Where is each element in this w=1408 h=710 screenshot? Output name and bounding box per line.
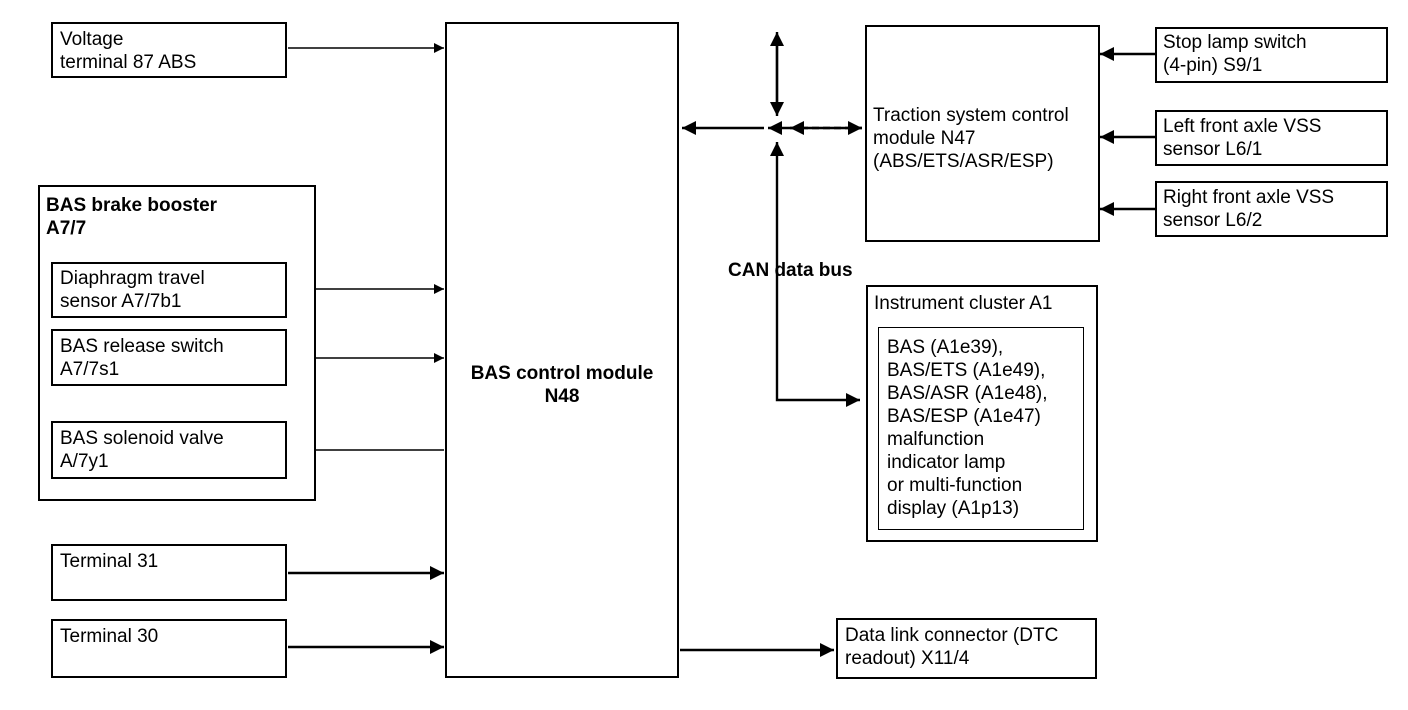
right-vss-label: Right front axle VSS sensor L6/2 [1163, 187, 1335, 231]
terminal-31-label: Terminal 31 [60, 551, 159, 572]
solenoid-valve-label: BAS solenoid valve A/7y1 [60, 428, 224, 472]
can-data-bus-label: CAN data bus [728, 260, 853, 281]
solenoid-valve-box [51, 421, 287, 479]
voltage-terminal-87-box [51, 22, 287, 78]
indicator-lamp-label: BAS (A1e39), BAS/ETS (A1e49), BAS/ASR (A… [887, 337, 1048, 519]
traction-module-box [865, 25, 1100, 242]
voltage-terminal-87-label: Voltage terminal 87 ABS [60, 29, 197, 73]
bas-control-module-box [445, 22, 679, 678]
terminal-31-box [51, 544, 287, 601]
diaphragm-sensor-box [51, 262, 287, 318]
left-vss-box [1155, 110, 1388, 166]
left-vss-label: Left front axle VSS sensor L6/1 [1163, 116, 1322, 160]
indicator-lamp-box [878, 327, 1084, 530]
diaphragm-sensor-label: Diaphragm travel sensor A7/7b1 [60, 268, 205, 312]
bas-brake-booster-title: BAS brake booster A7/7 [46, 195, 218, 239]
traction-module-label: Traction system control module N47 (ABS/… [873, 105, 1069, 172]
can-bus-to-cluster [775, 230, 860, 407]
release-switch-label: BAS release switch A7/7s1 [60, 336, 224, 380]
right-vss-box [1155, 181, 1388, 237]
terminal-30-label: Terminal 30 [60, 626, 159, 647]
terminal-30-box [51, 619, 287, 678]
stop-lamp-switch-label: Stop lamp switch (4-pin) S9/1 [1163, 32, 1307, 76]
release-switch-box [51, 329, 287, 386]
data-link-connector-label: Data link connector (DTC readout) X11/4 [845, 625, 1059, 669]
bas-control-module-label: BAS control module N48 [470, 363, 654, 407]
stop-lamp-switch-box [1155, 27, 1388, 83]
data-link-connector-box [836, 618, 1097, 679]
instrument-cluster-title: Instrument cluster A1 [874, 293, 1053, 314]
